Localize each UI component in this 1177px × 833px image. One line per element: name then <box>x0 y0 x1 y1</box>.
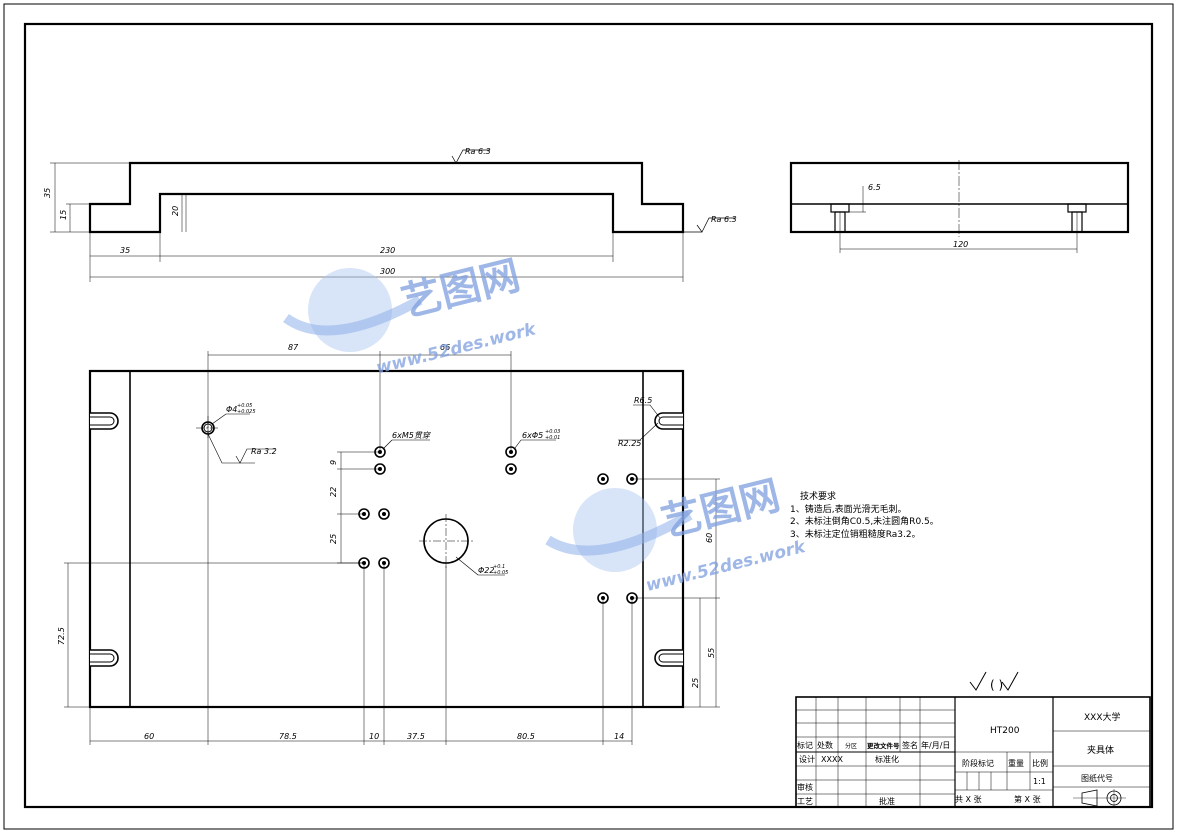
process-label: 工艺 <box>797 797 813 806</box>
roughness-right: Ra 6.3 <box>711 215 737 224</box>
dim-55: 55 <box>707 648 716 658</box>
stage-mark-label: 阶段标记 <box>962 758 994 768</box>
outer-border <box>3 3 1174 830</box>
watermark-2: 艺图网 www.52des.work <box>545 473 809 596</box>
part-name: 夹具体 <box>1087 744 1114 756</box>
dim-230: 230 <box>380 246 395 255</box>
dim-60-right: 60 <box>705 533 714 543</box>
title-block-text: HT200 XXX大学 夹具体 图纸代号 标记 处数 分区 更改文件号 签名 年… <box>797 711 1121 806</box>
radius-2-25: R2.25 <box>618 439 641 448</box>
dim-72-5: 72.5 <box>57 627 66 645</box>
dim-bottom-78-5: 78.5 <box>279 732 297 741</box>
watermark-globe-icon <box>308 268 392 352</box>
plan-view-outline <box>88 369 685 709</box>
dim-35-vertical: 35 <box>43 188 52 198</box>
m5-callout: 6xM5贯穿 <box>392 431 431 440</box>
dim-9: 9 <box>329 460 338 465</box>
roughness-top: Ra 6.3 <box>465 147 491 156</box>
watermark-cn-1: 艺图网 <box>397 253 525 327</box>
pin-hole-callout: Φ4 <box>226 405 237 414</box>
side-view-outline <box>88 161 685 234</box>
roughness-parentheses: ( ) <box>990 678 1003 692</box>
header-zone: 分区 <box>845 742 857 750</box>
projection-symbol-icon <box>1073 789 1126 807</box>
dim-15: 15 <box>59 210 68 220</box>
header-date: 年/月/日 <box>921 740 950 750</box>
pin-holes-tolerance: +0.03+0.01 <box>545 429 560 441</box>
end-view-outline <box>789 161 1130 234</box>
watermark-url-1: www.52des.work <box>374 319 539 378</box>
pin-hole-tolerance: +0.05+0.025 <box>237 403 256 415</box>
header-signature: 签名 <box>902 740 918 750</box>
tech-item-3: 3、未标注定位销粗糙度Ra3.2。 <box>790 528 921 540</box>
total-sheets: 共 X 张 <box>955 795 982 804</box>
header-count: 处数 <box>817 740 833 750</box>
sheet-number: 第 X 张 <box>1014 794 1041 804</box>
dim-120: 120 <box>953 240 968 249</box>
weight-label: 重量 <box>1008 758 1024 768</box>
scale-label: 比例 <box>1032 758 1048 768</box>
tech-item-1: 1、铸造后,表面光滑无毛刺。 <box>790 503 907 515</box>
review-label: 审核 <box>797 782 813 792</box>
dim-66: 66 <box>440 343 450 352</box>
dim-bottom-80-5: 80.5 <box>517 732 535 741</box>
dim-bottom-14: 14 <box>614 732 624 741</box>
side-view: 35 15 20 35 230 300 Ra 6.3 Ra 6.3 <box>43 147 737 282</box>
watermark-globe-icon-2 <box>573 488 657 572</box>
roughness-3-2: Ra 3.2 <box>251 447 277 456</box>
dim-bottom-60: 60 <box>144 732 154 741</box>
bore-tolerance: +0.1+0.05 <box>493 564 508 576</box>
watermark-1: 艺图网 www.52des.work <box>283 253 539 378</box>
tech-item-2: 2、未标注倒角C0.5,未注圆角R0.5。 <box>790 515 939 527</box>
dim-87: 87 <box>288 343 299 352</box>
dim-bottom-37-5: 37.5 <box>407 732 425 741</box>
design-name: XXXX <box>821 755 843 764</box>
approve-label: 批准 <box>879 796 895 806</box>
pin-holes-callout: 6xΦ5 <box>522 431 543 440</box>
end-view: 6.5 120 <box>789 160 1130 253</box>
school-name: XXX大学 <box>1084 711 1121 723</box>
technical-requirements: 技术要求 1、铸造后,表面光滑无毛刺。 2、未标注倒角C0.5,未注圆角R0.5… <box>790 490 939 540</box>
dim-300: 300 <box>380 267 395 276</box>
header-change-doc: 更改文件号 <box>867 741 900 750</box>
dim-25-right: 25 <box>691 678 700 688</box>
radius-6-5: R6.5 <box>634 396 652 405</box>
dim-20: 20 <box>171 206 180 216</box>
dim-bottom-10: 10 <box>369 732 379 741</box>
material: HT200 <box>990 726 1020 736</box>
inner-frame <box>23 22 1154 809</box>
standardize-label: 标准化 <box>875 754 899 764</box>
bore-callout: Φ22 <box>478 566 494 575</box>
watermark-cn-2: 艺图网 <box>657 473 785 547</box>
tech-title: 技术要求 <box>800 490 836 502</box>
general-roughness <box>969 671 1019 691</box>
design-label: 设计 <box>799 754 815 764</box>
title-block <box>795 696 1151 808</box>
drawing-number-label: 图纸代号 <box>1081 773 1113 783</box>
dim-25: 25 <box>329 534 338 544</box>
header-mark: 标记 <box>797 740 813 750</box>
dim-22: 22 <box>329 487 338 497</box>
dim-6-5: 6.5 <box>868 183 881 192</box>
dim-35-horizontal: 35 <box>120 246 130 255</box>
scale-value: 1:1 <box>1033 777 1046 786</box>
